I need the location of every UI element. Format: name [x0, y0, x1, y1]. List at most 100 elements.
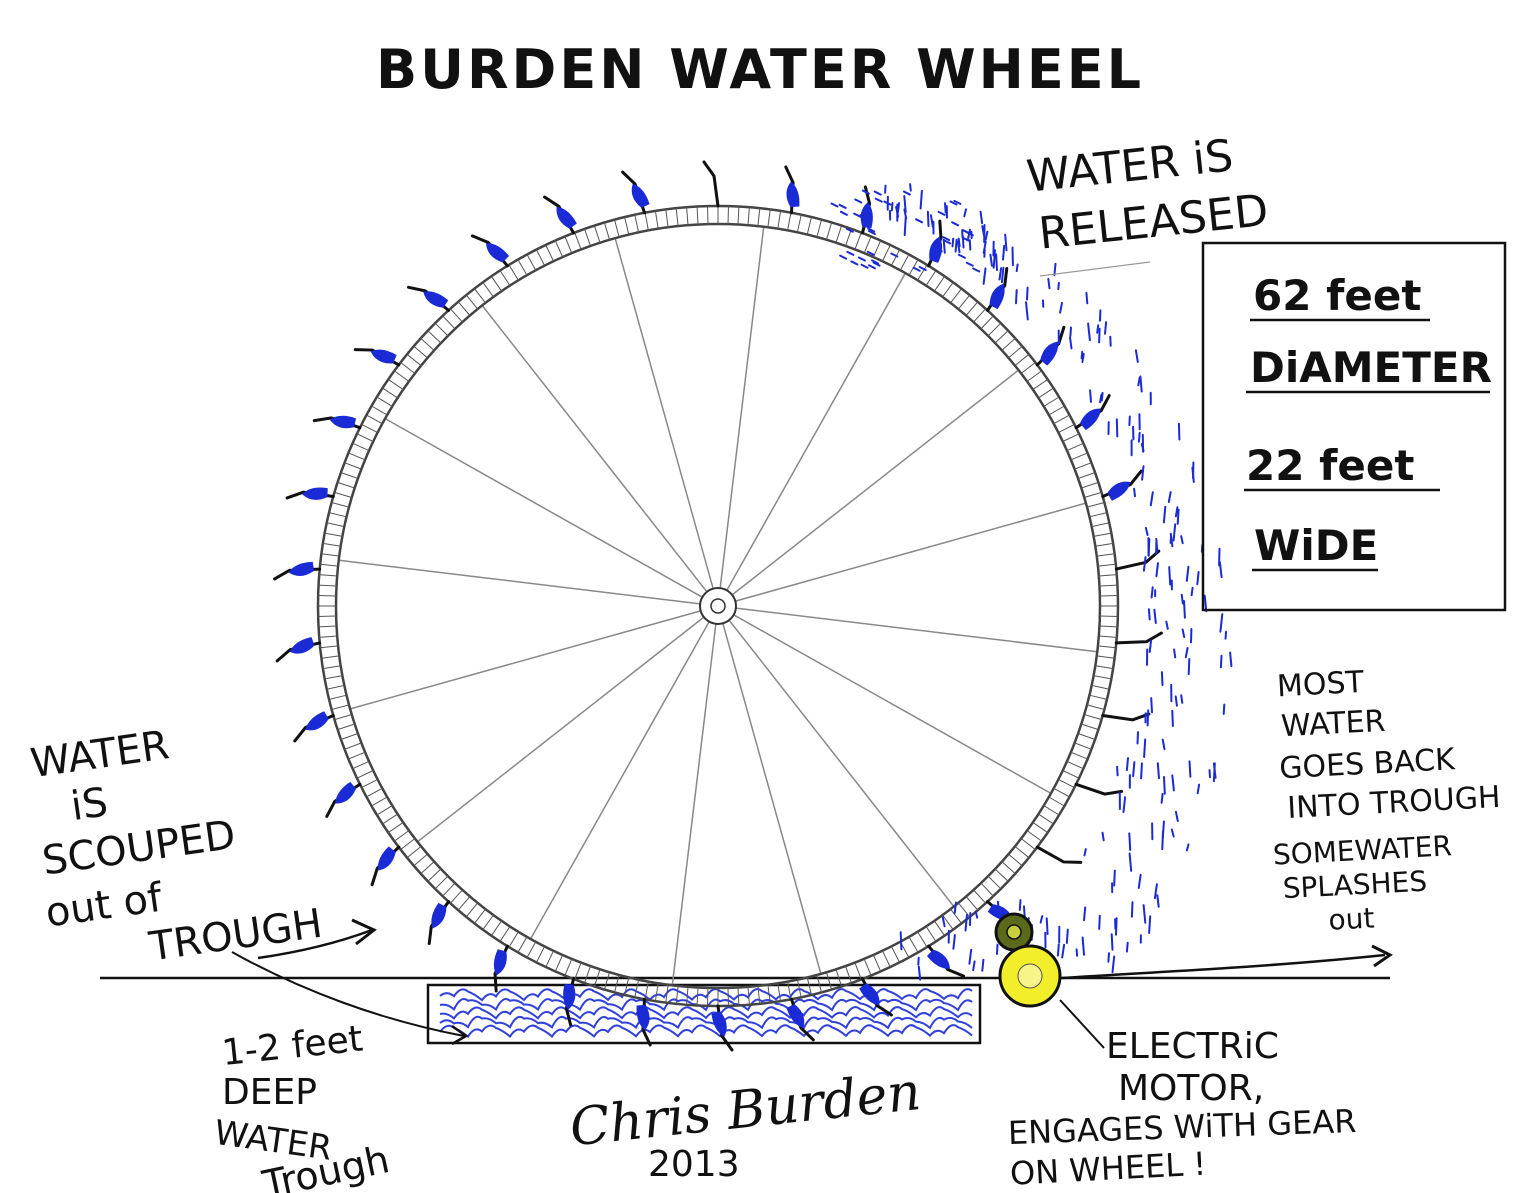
water-splash: [953, 901, 957, 915]
wheel-spoke: [417, 616, 705, 843]
water-splash: [996, 943, 999, 955]
water-splash: [1185, 565, 1190, 582]
water-splash: [1115, 917, 1118, 936]
water-splash: [1085, 291, 1089, 305]
bucket-water: [563, 983, 576, 1010]
width-value: 22 feet: [1246, 441, 1414, 490]
water-splash: [1122, 796, 1127, 813]
water-splash: [952, 934, 956, 950]
water-splash: [1183, 600, 1186, 619]
water-splash: [972, 960, 976, 972]
water-splash: [942, 236, 951, 242]
scooped-arrow: [257, 918, 377, 960]
wheel-spoke: [726, 272, 907, 591]
water-splash: [949, 200, 958, 206]
water-splash: [1174, 506, 1179, 518]
water-splash: [1180, 694, 1184, 704]
water-splash: [1142, 556, 1147, 572]
water-splash: [1212, 762, 1217, 779]
water-splash: [937, 210, 946, 216]
water-splash: [917, 965, 922, 981]
water-splash: [890, 202, 894, 212]
water-splash: [1219, 654, 1223, 669]
wheel-spoke: [728, 619, 955, 907]
wheel-rim-ticks: [318, 206, 1118, 1006]
trough-water-stroke: [439, 988, 973, 1002]
water-splash: [903, 195, 907, 213]
water-splash: [1161, 738, 1166, 751]
splash-arrow: [1061, 944, 1393, 980]
water-splash: [1002, 244, 1006, 261]
water-splash: [1168, 566, 1172, 586]
water-splash: [853, 212, 862, 218]
wheel-bucket: [702, 160, 720, 208]
trough-water-stroke: [439, 998, 973, 1012]
bucket-water: [1107, 481, 1131, 501]
diagram-title: BURDEN WATER WHEEL: [376, 38, 1144, 101]
water-splash: [1170, 828, 1175, 838]
water-splash: [964, 913, 968, 932]
some-water-line2: SPLASHES: [1282, 865, 1428, 906]
water-splash: [1167, 491, 1172, 503]
water-splash: [1053, 262, 1057, 277]
bucket-water: [860, 202, 873, 229]
bucket-water: [305, 711, 329, 731]
water-splash: [1069, 326, 1072, 337]
bucket-water: [859, 983, 880, 1006]
water-splash: [1173, 648, 1177, 659]
water-splash: [839, 210, 848, 216]
most-water-line2: WATER: [1280, 704, 1386, 744]
wheel-bucket: [1114, 549, 1161, 571]
scooped-line1: WATER: [28, 722, 172, 787]
wheel-spoke: [731, 369, 1019, 596]
water-splash: [1107, 952, 1110, 963]
artist-signature: Chris Burden: [567, 1062, 923, 1158]
water-splash: [972, 267, 981, 273]
wheel-bucket: [1035, 845, 1083, 864]
water-splash: [1174, 695, 1178, 707]
water-splash: [942, 238, 946, 254]
water-splash: [992, 249, 996, 269]
water-splash: [1136, 731, 1139, 745]
water-splash: [1174, 810, 1179, 822]
water-splash: [1015, 263, 1019, 273]
bucket-water: [302, 487, 328, 500]
water-splash: [1099, 393, 1103, 404]
water-splash: [956, 240, 961, 254]
water-splash: [1180, 535, 1184, 545]
water-splash: [1156, 762, 1160, 780]
water-splash: [1137, 431, 1141, 443]
water-splash: [953, 199, 962, 205]
wheel-spoke: [735, 607, 1098, 653]
label-motor: ELECTRiC MOTOR, ENGAGES WiTH GEAR ON WHE…: [1007, 1026, 1357, 1193]
wheel-bucket: [312, 415, 362, 430]
bucket-paddle: [1101, 712, 1151, 722]
wheel-bucket: [1074, 394, 1111, 431]
water-splash: [857, 256, 866, 262]
wheel-bucket: [470, 234, 509, 268]
water-splashes: [830, 183, 1233, 981]
wheel-spokes: [338, 226, 1098, 986]
water-splash: [915, 218, 924, 224]
wheel-spoke: [529, 621, 710, 940]
water-splash: [1165, 620, 1169, 630]
water-splash: [1056, 943, 1060, 957]
water-splash: [941, 916, 946, 928]
water-splash: [965, 261, 974, 267]
label-scooped: WATER iS SCOUPED out of TROUGH: [28, 722, 325, 970]
bucket-water: [431, 902, 447, 929]
wheel-bucket: [353, 348, 401, 367]
water-splash: [1148, 915, 1152, 934]
motor-pointer: [1059, 999, 1105, 1049]
water-splash: [873, 190, 882, 196]
bucket-water: [329, 415, 357, 429]
wheel-bucket: [636, 997, 652, 1047]
some-water-line3: out: [1328, 901, 1376, 936]
water-splash: [903, 216, 907, 237]
water-splash: [1125, 757, 1129, 772]
water-splash: [1147, 538, 1151, 557]
wheel-spoke: [733, 614, 1052, 795]
diameter-label: DiAMETER: [1250, 343, 1492, 392]
water-splash: [1208, 769, 1211, 779]
spec-box: 62 feet DiAMETER 22 feet WiDE: [1201, 241, 1507, 612]
